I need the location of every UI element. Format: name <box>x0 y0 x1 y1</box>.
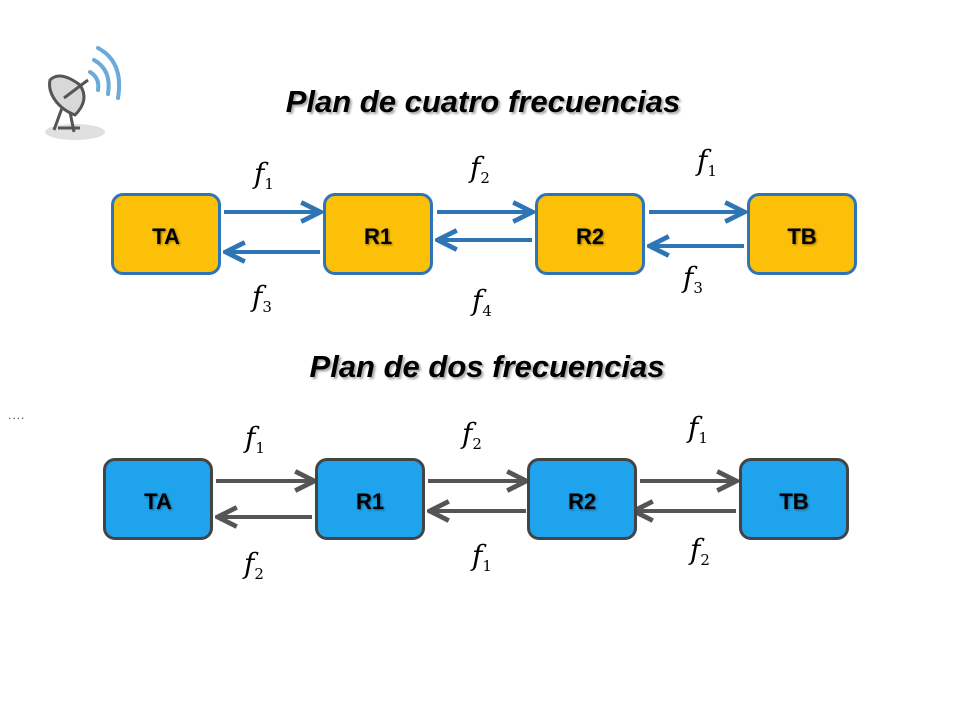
node-ta: TA <box>111 193 221 275</box>
node2-ta: TA <box>103 458 213 540</box>
title-four-frequency-plan: Plan de cuatro frecuencias <box>285 84 681 119</box>
freq-label: f1 <box>697 144 717 180</box>
freq-label: f1 <box>245 421 265 457</box>
freq-label: f1 <box>254 157 274 193</box>
freq-label: f3 <box>252 280 272 316</box>
node-r2: R2 <box>535 193 645 275</box>
node-tb: TB <box>747 193 857 275</box>
freq-label: f2 <box>470 151 490 187</box>
freq-label: f2 <box>244 547 264 583</box>
node2-r1: R1 <box>315 458 425 540</box>
node2-r2: R2 <box>527 458 637 540</box>
title-two-frequency-plan: Plan de dos frecuencias <box>309 349 665 384</box>
node-r1: R1 <box>323 193 433 275</box>
freq-label: f2 <box>462 417 482 453</box>
freq-label: f1 <box>688 411 708 447</box>
freq-label: f4 <box>472 284 492 320</box>
freq-label: f2 <box>690 533 710 569</box>
freq-label: f1 <box>472 539 492 575</box>
node2-tb: TB <box>739 458 849 540</box>
dots-text: .... <box>8 408 26 422</box>
satellite-dish-icon <box>45 46 121 140</box>
freq-label: f3 <box>683 261 703 297</box>
